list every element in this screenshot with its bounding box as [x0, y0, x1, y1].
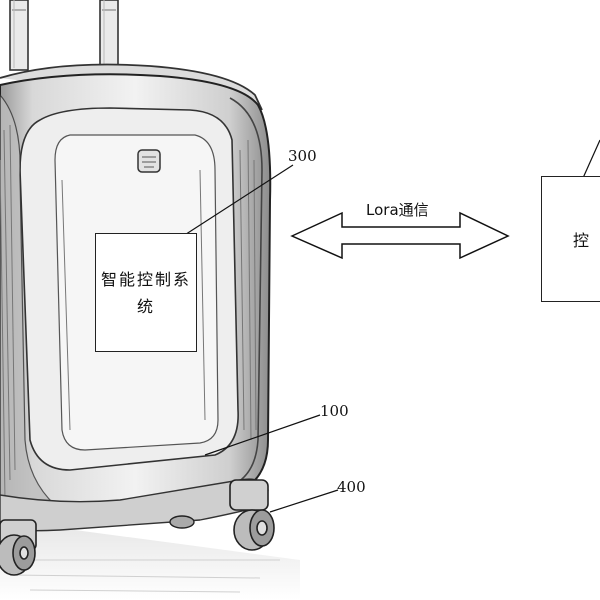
control-system-box: 智能控制系统 — [95, 233, 197, 352]
floor-shadow — [0, 520, 300, 600]
leader-400 — [269, 489, 339, 513]
leader-100 — [204, 414, 321, 456]
reference-numeral-100: 100 — [320, 402, 349, 420]
leader-remote — [582, 139, 600, 179]
control-system-label: 智能控制系统 — [100, 269, 191, 316]
leader-lines — [179, 139, 600, 513]
leader-300 — [179, 164, 294, 239]
brand-badge-icon — [137, 149, 161, 173]
remote-control-label: 控 — [573, 231, 590, 250]
reference-numeral-300: 300 — [288, 147, 317, 165]
remote-control-box: 控 — [541, 176, 600, 302]
double-arrow-icon — [290, 211, 510, 260]
wheel-rear — [169, 515, 195, 529]
lora-communication-label: Lora通信 — [364, 199, 431, 220]
reference-numeral-400: 400 — [337, 478, 366, 496]
wheel-front-right — [229, 479, 275, 551]
suitcase-handle — [9, 0, 119, 71]
wheel-front-left — [0, 519, 37, 576]
